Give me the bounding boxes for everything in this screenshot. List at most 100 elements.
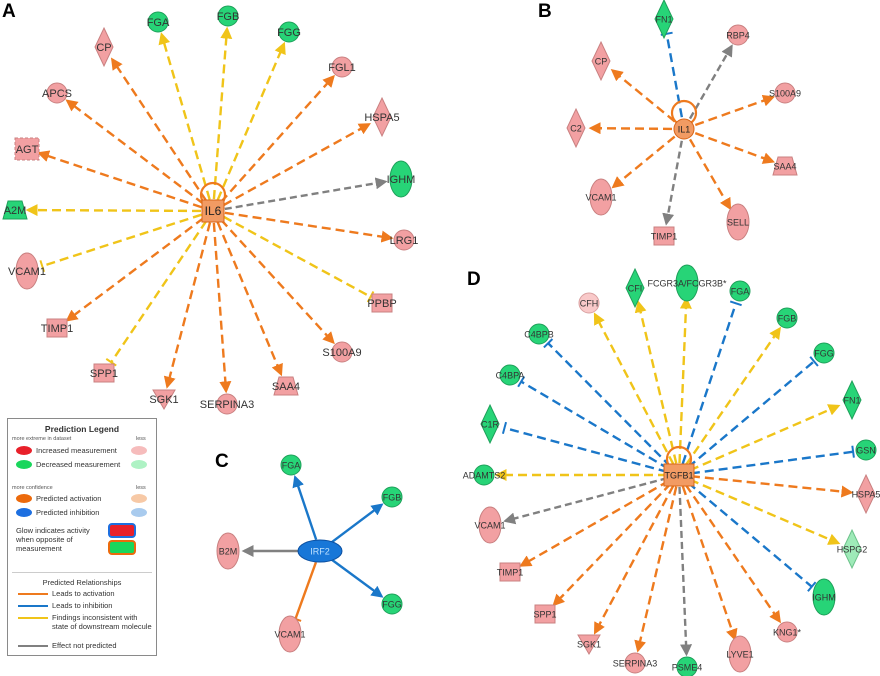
edge-a-vcam1: [41, 213, 202, 268]
edge-d-psme4: [678, 486, 693, 657]
legend-more-confidence: more confidence: [12, 485, 53, 491]
edge-a-hspa5: [222, 123, 371, 207]
node-timp1: TIMP1: [41, 318, 73, 338]
legend-findings-inconsistent: Findings inconsistent with state of down…: [52, 613, 152, 631]
node-adamts2: ADAMTS2: [463, 464, 505, 486]
node-label: CP: [595, 56, 608, 66]
increased-extreme-swatch: [16, 446, 32, 455]
node-ighm: IGHM: [387, 160, 415, 198]
edge-a-fgg: [216, 41, 286, 201]
glow-green-swatch: [108, 540, 136, 555]
legend-pred-activation: Predicted activation: [36, 494, 102, 503]
edge-d-ighm: [687, 481, 813, 588]
legend-leads-inhibition: Leads to inhibition: [52, 601, 113, 610]
node-label: FCGR3A/FCGR3B*: [647, 278, 727, 288]
node-a2m: A2M: [2, 200, 28, 220]
edges-layer: [25, 26, 855, 657]
inconsistent-line-swatch: [18, 617, 48, 619]
glow-red-swatch: [108, 523, 136, 538]
edge-b-fn1: [665, 33, 684, 118]
inhibition-bar: [807, 581, 817, 592]
legend-less-1: less: [136, 436, 146, 442]
edge-a-apcs: [65, 99, 205, 205]
node-label: FGA: [147, 17, 170, 29]
node-label: SGK1: [149, 394, 178, 406]
node-cp: CP: [591, 40, 611, 82]
node-cfi: CFI: [625, 267, 645, 309]
node-gsn: GSN: [855, 439, 877, 461]
node-cfh: CFH: [578, 292, 600, 314]
edge-d-cfh: [593, 312, 675, 465]
node-ighm: IGHM: [812, 578, 836, 616]
node-label: S100A9: [769, 88, 801, 98]
node-label: CFI: [628, 283, 643, 293]
panel-letter-a: A: [2, 1, 16, 22]
node-fgg: FGG: [813, 342, 835, 364]
node-label: C4BPB: [524, 329, 554, 339]
node-s100a9: S100A9: [322, 341, 362, 363]
node-timp1: TIMP1: [497, 562, 523, 582]
node-psme4: PSME4: [672, 656, 703, 676]
edge-a-spp1: [110, 220, 208, 363]
edge-b-s100a9: [694, 94, 776, 127]
node-label: SPP1: [533, 609, 556, 619]
legend-relationships-title: Predicted Relationships: [42, 578, 122, 587]
node-cp: CP: [94, 26, 114, 68]
node-label: SAA4: [773, 161, 796, 171]
node-label: PSME4: [672, 662, 703, 672]
edge-a-a2m: [25, 204, 202, 217]
node-saa4: SAA4: [272, 376, 300, 396]
node-label: SELL: [727, 217, 749, 227]
node-label: SPP1: [90, 368, 118, 380]
node-spp1: SPP1: [533, 604, 557, 624]
node-label: CP: [96, 42, 111, 54]
hub-tgfb1: TGFB1: [663, 445, 695, 487]
prediction-legend: Prediction Legend more extreme in datase…: [7, 418, 157, 656]
inhibition-bar: [517, 375, 526, 388]
node-label: SGK1: [577, 639, 601, 649]
increased-less-swatch: [131, 446, 147, 455]
edge-c-vcam1: [294, 561, 318, 620]
node-c1r: C1R: [480, 403, 500, 445]
edge-d-fgb: [684, 326, 781, 466]
node-label: VCAM1: [585, 192, 616, 202]
edge-d-c4bpa: [520, 380, 670, 470]
inhibition-less-swatch: [131, 508, 147, 517]
activation-line-swatch: [18, 593, 48, 595]
node-fcgr3a-fcgr3b-: FCGR3A/FCGR3B*: [647, 264, 727, 302]
edge-a-fgl1: [220, 74, 335, 203]
node-spp1: SPP1: [90, 363, 118, 383]
node-label: VCAM1: [274, 629, 305, 639]
inhibition-bar: [809, 356, 819, 367]
edge-a-fga: [158, 32, 211, 200]
node-label: FN1: [655, 14, 672, 24]
inhibition-bar: [105, 358, 117, 367]
node-label: FN1: [843, 395, 860, 405]
hub-label: IRF2: [310, 546, 330, 556]
legend-divider: [12, 572, 152, 573]
edge-a-fgb: [212, 26, 233, 200]
node-label: FGB: [217, 11, 240, 23]
edge-a-timp1: [65, 217, 205, 322]
inhibition-bar: [501, 421, 508, 434]
node-label: HSPG2: [837, 544, 868, 554]
node-c4bpb: C4BPB: [524, 323, 554, 345]
node-hspa5: HSPA5: [364, 96, 400, 138]
edge-b-rbp4: [688, 44, 733, 120]
node-label: AGT: [16, 144, 39, 156]
edge-b-vcam1: [611, 135, 676, 189]
edge-c-fgg: [328, 557, 384, 598]
edge-d-sgk1: [593, 485, 675, 635]
node-label: PPBP: [367, 298, 396, 310]
panel-letter-c: C: [215, 451, 229, 472]
edge-d-fgg: [687, 360, 815, 469]
node-label: GSN: [856, 445, 876, 455]
inhibition-bar: [543, 338, 554, 349]
inhibition-line-swatch: [18, 605, 48, 607]
node-lrg1: LRG1: [390, 229, 418, 251]
edge-a-serpina3: [212, 222, 232, 394]
hub-irf2: IRF2: [297, 539, 343, 563]
